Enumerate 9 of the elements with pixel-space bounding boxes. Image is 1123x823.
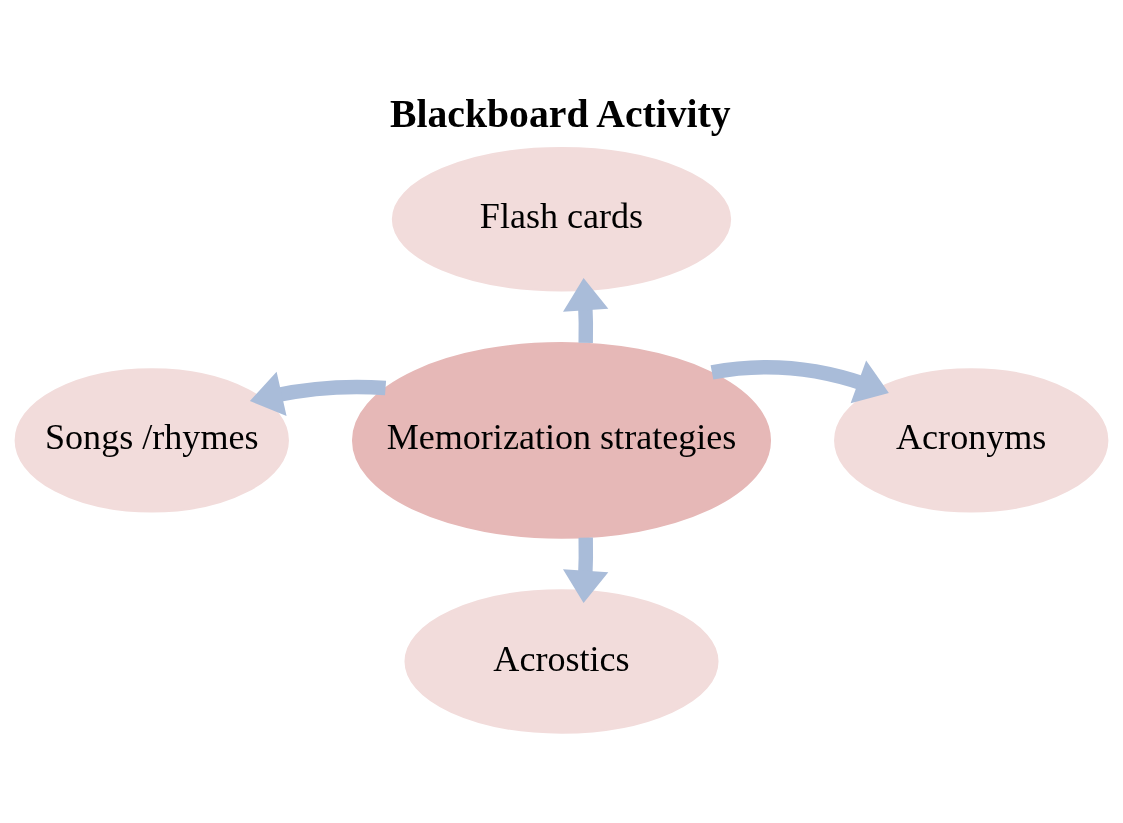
node-ellipse: Acronyms [834,368,1109,513]
arrow [249,371,386,417]
node-ellipse: Flash cards [391,147,732,292]
arrow [563,277,609,344]
arrow [562,537,609,604]
node-ellipse: Memorization strategies [351,342,772,539]
diagram-title: Blackboard Activity [390,92,731,137]
node-ellipse: Acrostics [404,589,719,734]
arrow [710,360,889,404]
